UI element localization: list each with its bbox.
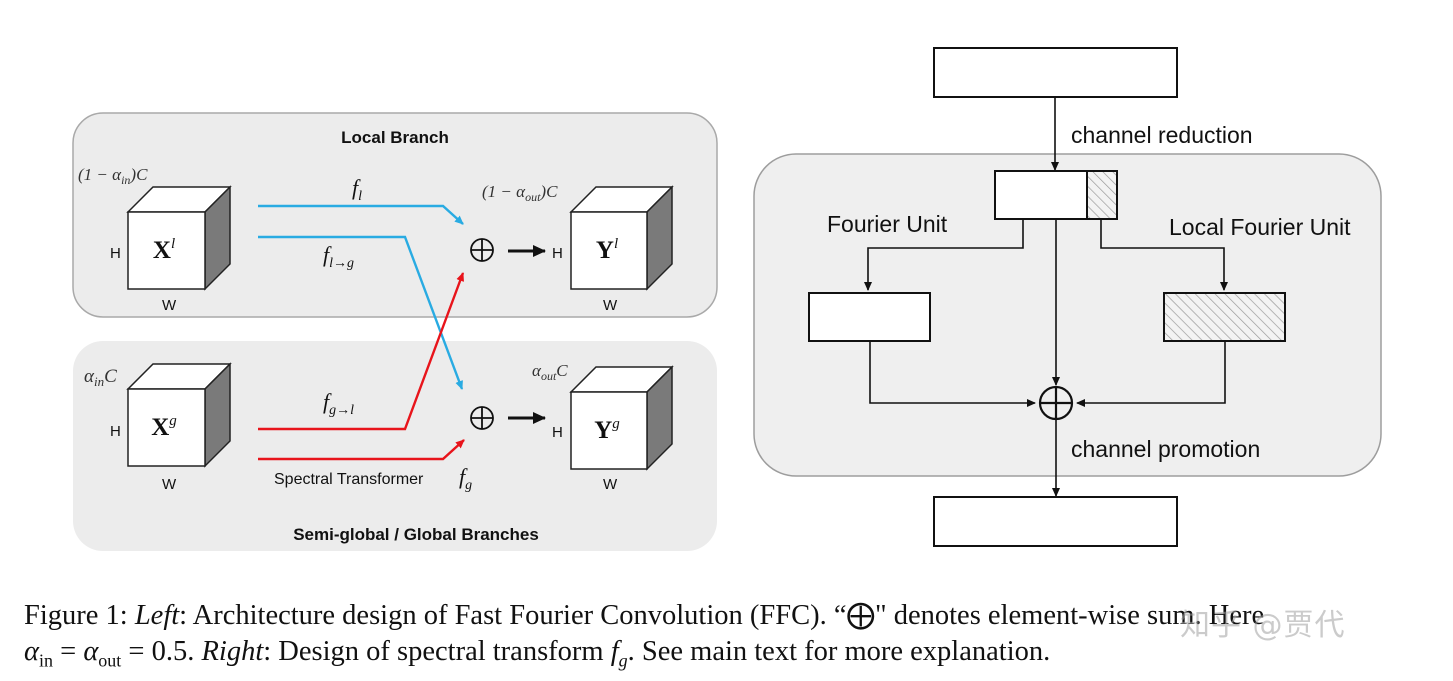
spectral-transformer-label: Spectral Transformer xyxy=(274,471,424,488)
local-branch-title: Local Branch xyxy=(341,128,449,147)
figure-caption: Figure 1: Left: Architecture design of F… xyxy=(24,598,1444,679)
to-fourier-unit-arrow xyxy=(864,219,1024,291)
fourier-unit-to-sum-arrow xyxy=(869,341,1036,407)
f-g-to-l-label: fg→l xyxy=(323,389,354,418)
f-g-to-l-arrow xyxy=(258,272,465,431)
split-block xyxy=(994,170,1118,220)
input-local-width-label: W xyxy=(162,297,177,314)
output-local-channels-label: (1 − αout)C xyxy=(482,182,558,204)
global-branch-title: Semi-global / Global Branches xyxy=(293,525,539,544)
caption-line-2: αin = αout = 0.5. Right: Design of spect… xyxy=(24,636,1051,671)
f-g-label: fg xyxy=(459,464,472,493)
local-sum-icon xyxy=(470,238,494,262)
output-global-height-label: H xyxy=(552,424,563,441)
fourier-unit-label: Fourier Unit xyxy=(827,211,948,237)
local-fourier-unit-block xyxy=(1163,292,1286,342)
svg-text:Yg: Yg xyxy=(594,416,620,444)
local-branch-panel xyxy=(72,112,718,318)
spectral-sum-icon xyxy=(1038,385,1074,421)
input-global-channels-label: αinC xyxy=(84,366,117,389)
channel-reduction-label: channel reduction xyxy=(1071,122,1253,148)
output-local-cube: Yl xyxy=(569,185,674,291)
svg-text:Xg: Xg xyxy=(151,413,177,441)
svg-text:Yl: Yl xyxy=(596,236,618,264)
input-global-width-label: W xyxy=(162,476,177,493)
output-global-width-label: W xyxy=(603,476,618,493)
spectral-transformer-arrow xyxy=(258,439,465,461)
global-branch-panel xyxy=(73,341,717,551)
caption-line-1: Figure 1: Left: Architecture design of F… xyxy=(24,600,1265,631)
f-l-to-g-label: fl→g xyxy=(323,242,354,271)
global-sum-icon xyxy=(470,406,494,430)
fourier-unit-block xyxy=(808,292,931,342)
f-l-arrow xyxy=(258,204,464,225)
to-local-fourier-unit-arrow xyxy=(1100,219,1228,291)
local-fourier-unit-to-sum-arrow xyxy=(1076,341,1226,407)
bottom-block xyxy=(933,496,1178,547)
input-local-cube: Xl xyxy=(126,185,232,291)
output-local-width-label: W xyxy=(603,297,618,314)
output-local-height-label: H xyxy=(552,245,563,262)
svg-text:Xl: Xl xyxy=(153,236,175,264)
local-fourier-unit-label: Local Fourier Unit xyxy=(1169,214,1351,240)
input-local-height-label: H xyxy=(110,245,121,262)
top-block xyxy=(933,47,1178,98)
input-global-cube: Xg xyxy=(126,362,232,468)
f-l-to-g-arrow xyxy=(258,235,464,390)
channel-promotion-label: channel promotion xyxy=(1071,436,1260,462)
output-global-cube: Yg xyxy=(569,365,674,471)
input-global-height-label: H xyxy=(110,423,121,440)
output-global-channels-label: αoutC xyxy=(532,361,568,383)
f-l-label: fl xyxy=(352,175,362,204)
watermark: 知乎 @贾代 xyxy=(1180,608,1346,643)
input-local-channels-label: (1 − αin)C xyxy=(78,165,148,187)
